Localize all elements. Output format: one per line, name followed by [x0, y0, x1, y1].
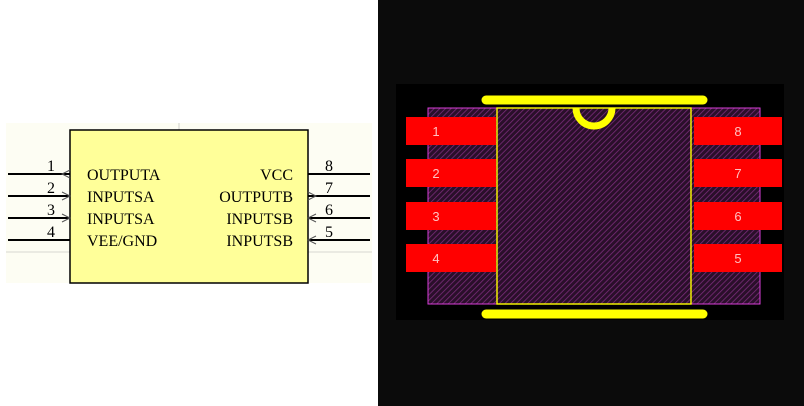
pad-5 [694, 244, 782, 272]
pad-label: 2 [432, 166, 439, 181]
pin-number: 1 [47, 158, 55, 175]
pin-name: OUTPUTA [87, 167, 161, 184]
pin-number: 2 [47, 180, 55, 197]
pin-number: 4 [47, 224, 55, 241]
pin-group: 1OUTPUTA2INPUTSA3INPUTSA4VEE/GND8VCC7OUT… [8, 158, 370, 250]
pad-label: 7 [734, 166, 741, 181]
pad-7 [694, 159, 782, 187]
pad-group: 1 2 3 4 8 7 6 5 [406, 117, 782, 272]
input-arrow-icon [306, 235, 317, 245]
pad-1 [406, 117, 496, 145]
pad-label: 4 [432, 251, 439, 266]
pin-name: OUTPUTB [219, 189, 293, 206]
pin-name: INPUTSA [87, 211, 155, 228]
pin-name: INPUTSB [226, 233, 293, 250]
input-arrow-icon [61, 191, 72, 201]
schematic-symbol-view: 1OUTPUTA2INPUTSA3INPUTSA4VEE/GND8VCC7OUT… [0, 0, 378, 406]
pin-name: VEE/GND [87, 233, 157, 250]
pad-label: 1 [432, 124, 439, 139]
pad-8 [694, 117, 782, 145]
pin-number: 6 [325, 202, 333, 219]
pin-number: 3 [47, 202, 55, 219]
package-body-outline [496, 107, 692, 305]
pin1-notch-marker [572, 107, 616, 130]
pad-label: 5 [734, 251, 741, 266]
pad-2 [406, 159, 496, 187]
pin-name: INPUTSB [226, 211, 293, 228]
pad-label: 8 [734, 124, 741, 139]
input-arrow-icon [306, 213, 317, 223]
pin-name: VCC [260, 167, 293, 184]
pad-label: 6 [734, 209, 741, 224]
pad-6 [694, 202, 782, 230]
pin-number: 5 [325, 224, 333, 241]
pin-name: INPUTSA [87, 189, 155, 206]
pad-3 [406, 202, 496, 230]
pin-number: 7 [325, 180, 333, 197]
output-arrow-icon [60, 169, 71, 179]
input-arrow-icon [61, 213, 72, 223]
output-arrow-icon [307, 191, 318, 201]
component-body [69, 129, 309, 284]
pin-number: 8 [325, 158, 333, 175]
pcb-footprint-view: 1 2 3 4 8 7 6 5 [378, 0, 804, 406]
pad-4 [406, 244, 496, 272]
pad-label: 3 [432, 209, 439, 224]
